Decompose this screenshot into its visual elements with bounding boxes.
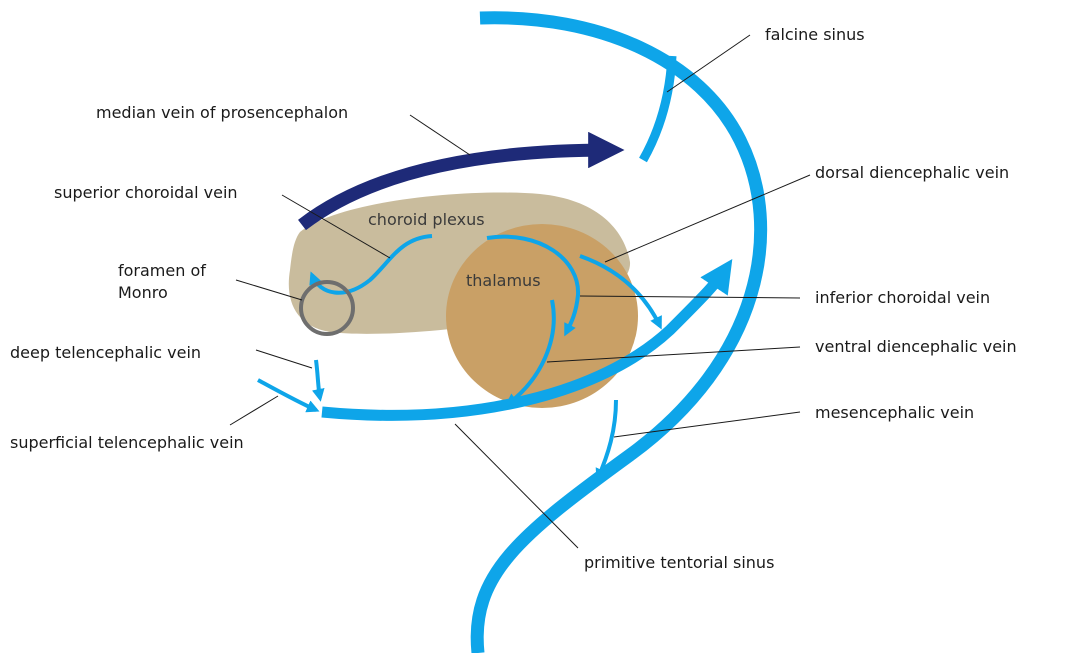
- inferior-choroidal-vein-label: inferior choroidal vein: [815, 288, 990, 307]
- foramen-of-monro-label-line1: foramen of: [118, 261, 206, 280]
- ventral-diencephalic-vein-label: ventral diencephalic vein: [815, 337, 1017, 356]
- leader-dorsal-diencephalic-vein: [605, 175, 810, 262]
- deep-telencephalic-vein: [316, 360, 320, 398]
- deep-telencephalic-vein-label: deep telencephalic vein: [10, 343, 201, 362]
- leader-median-vein: [410, 115, 470, 155]
- mesencephalic-vein-label: mesencephalic vein: [815, 403, 974, 422]
- thalamus-shape: [446, 224, 638, 408]
- primitive-tentorial-sinus-label: primitive tentorial sinus: [584, 553, 774, 572]
- foramen-of-monro-label-line2: Monro: [118, 283, 168, 302]
- leader-primitive-tentorial-sinus: [455, 424, 578, 548]
- superficial-telencephalic-vein-label: superficial telencephalic vein: [10, 433, 244, 452]
- leader-deep-telencephalic-vein: [256, 350, 312, 368]
- falcine-sinus-branch: [643, 56, 672, 160]
- choroid-plexus-label: choroid plexus: [368, 210, 485, 229]
- median-vein-label: median vein of prosencephalon: [96, 103, 348, 122]
- leader-superficial-telencephalic-vein: [230, 396, 278, 425]
- dorsal-diencephalic-vein-label: dorsal diencephalic vein: [815, 163, 1009, 182]
- thalamus-label: thalamus: [466, 271, 541, 290]
- falcine-sinus-label: falcine sinus: [765, 25, 865, 44]
- superficial-telencephalic-vein: [258, 380, 316, 410]
- leader-mesencephalic-vein: [614, 412, 800, 437]
- superior-choroidal-vein-label: superior choroidal vein: [54, 183, 238, 202]
